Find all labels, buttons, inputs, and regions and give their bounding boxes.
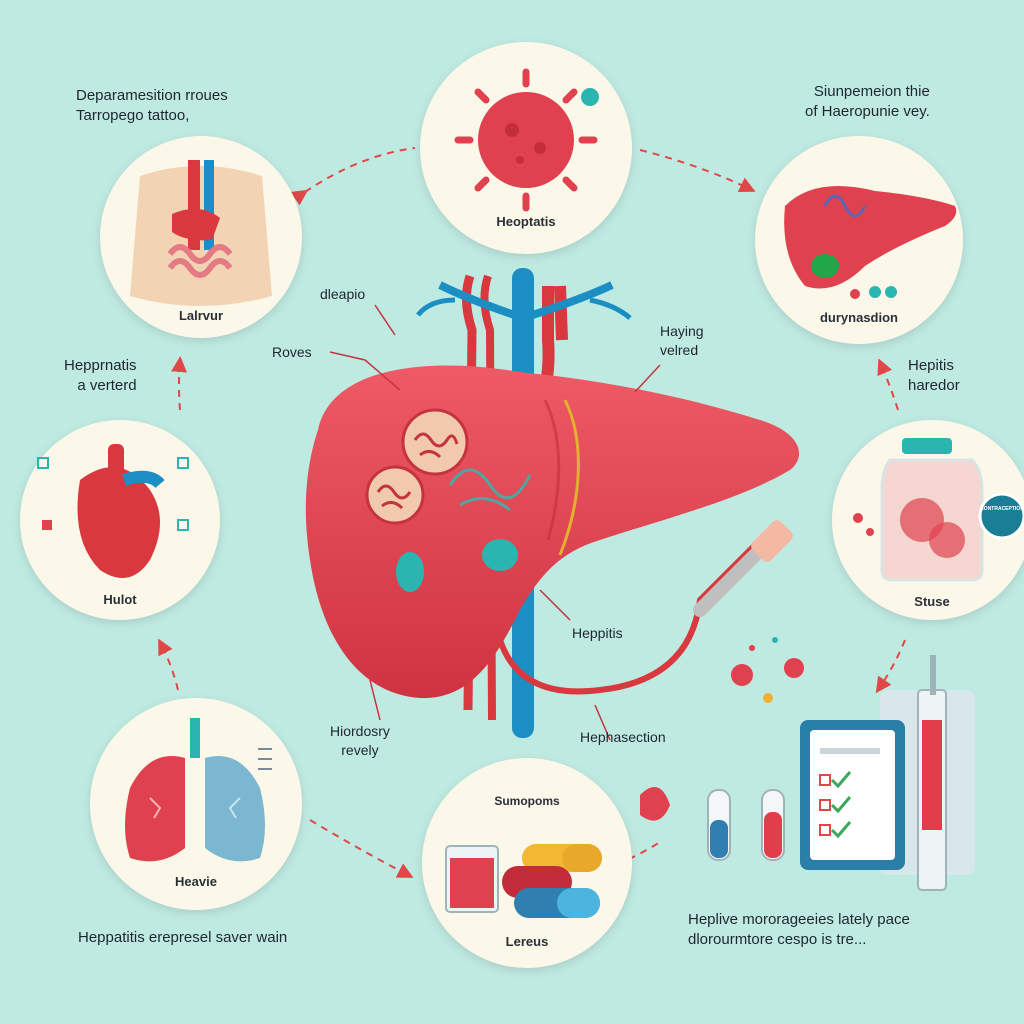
node-liver-small: durynasdion [755,136,963,344]
caption-line: Heplive mororageeies lately pace [688,911,910,928]
node-lungs: Heavie [90,698,302,910]
annotation-line: revely [341,742,379,758]
caption-bottom-right: Heplive mororageeies lately pace dlorour… [688,910,910,950]
annotation-hiordosy: Hiordosry revely [330,722,390,760]
node-label: Lalrvur [178,308,224,323]
node-heart: Hulot [20,420,220,620]
node-label: Heoptatis [496,214,556,229]
lungs-icon [125,718,272,862]
node-pills: Sumopoms Lereus [422,758,632,968]
annotation-haying: Haying velred [660,322,704,360]
liver-icon [784,186,957,299]
node-torso: Lalrvur [100,136,302,338]
caption-bottom-left: Heppatitis erepresel saver wain [78,929,288,946]
node-label: Stuse [914,594,950,609]
annotation-dleapio: dleapio [320,286,366,302]
annotation-roves: Roves [272,344,312,360]
annotation-line: velred [660,342,699,358]
caption-line: Hepprnatis [64,357,137,374]
caption-line: haredor [908,377,960,394]
node-label: Heavie [175,874,217,889]
caption-right-mid: Hepitis haredor [908,356,960,396]
pills-icon [445,844,602,918]
caption-top-left: Deparamesition rroues Tarropego tattoo, [76,86,228,126]
caption-line: a verterd [77,377,137,394]
annotation-heppitis: Heppitis [572,625,623,641]
caption-line: of Haeropunie vey. [805,103,930,120]
caption-line: Siunpemeion thie [813,83,930,100]
medical-test-illustration [640,655,975,891]
node-virus: Heoptatis [420,42,632,254]
virus-particles [731,637,804,703]
annotation-line: Hiordosry [330,723,390,739]
node-label: Lereus [505,934,549,949]
caption-line: Deparamesition rroues [76,87,228,104]
caption-top-right: Siunpemeion thie of Haeropunie vey. [805,82,930,122]
virus-icon [454,68,599,212]
caption-line: dlorourmtore cespo is tre... [688,931,867,948]
node-label: durynasdion [819,310,898,325]
torso-icon [130,160,272,306]
heart-icon [37,444,189,578]
jar-icon [853,438,1024,582]
caption-line: Tarropego tattoo, [76,107,190,124]
caption-left-mid: Hepprnatis a verterd [64,356,137,396]
annotation-hephasction: Hephasection [580,729,666,745]
caption-line: Hepitis [908,357,954,374]
jar-badge: CONTRACEPTION [980,506,1024,512]
node-label: Hulot [103,592,137,607]
node-title: Sumopoms [494,794,560,808]
annotation-line: Haying [660,323,704,339]
liver-lesions [365,408,532,525]
node-jar: CONTRACEPTION Stuse [832,420,1024,620]
